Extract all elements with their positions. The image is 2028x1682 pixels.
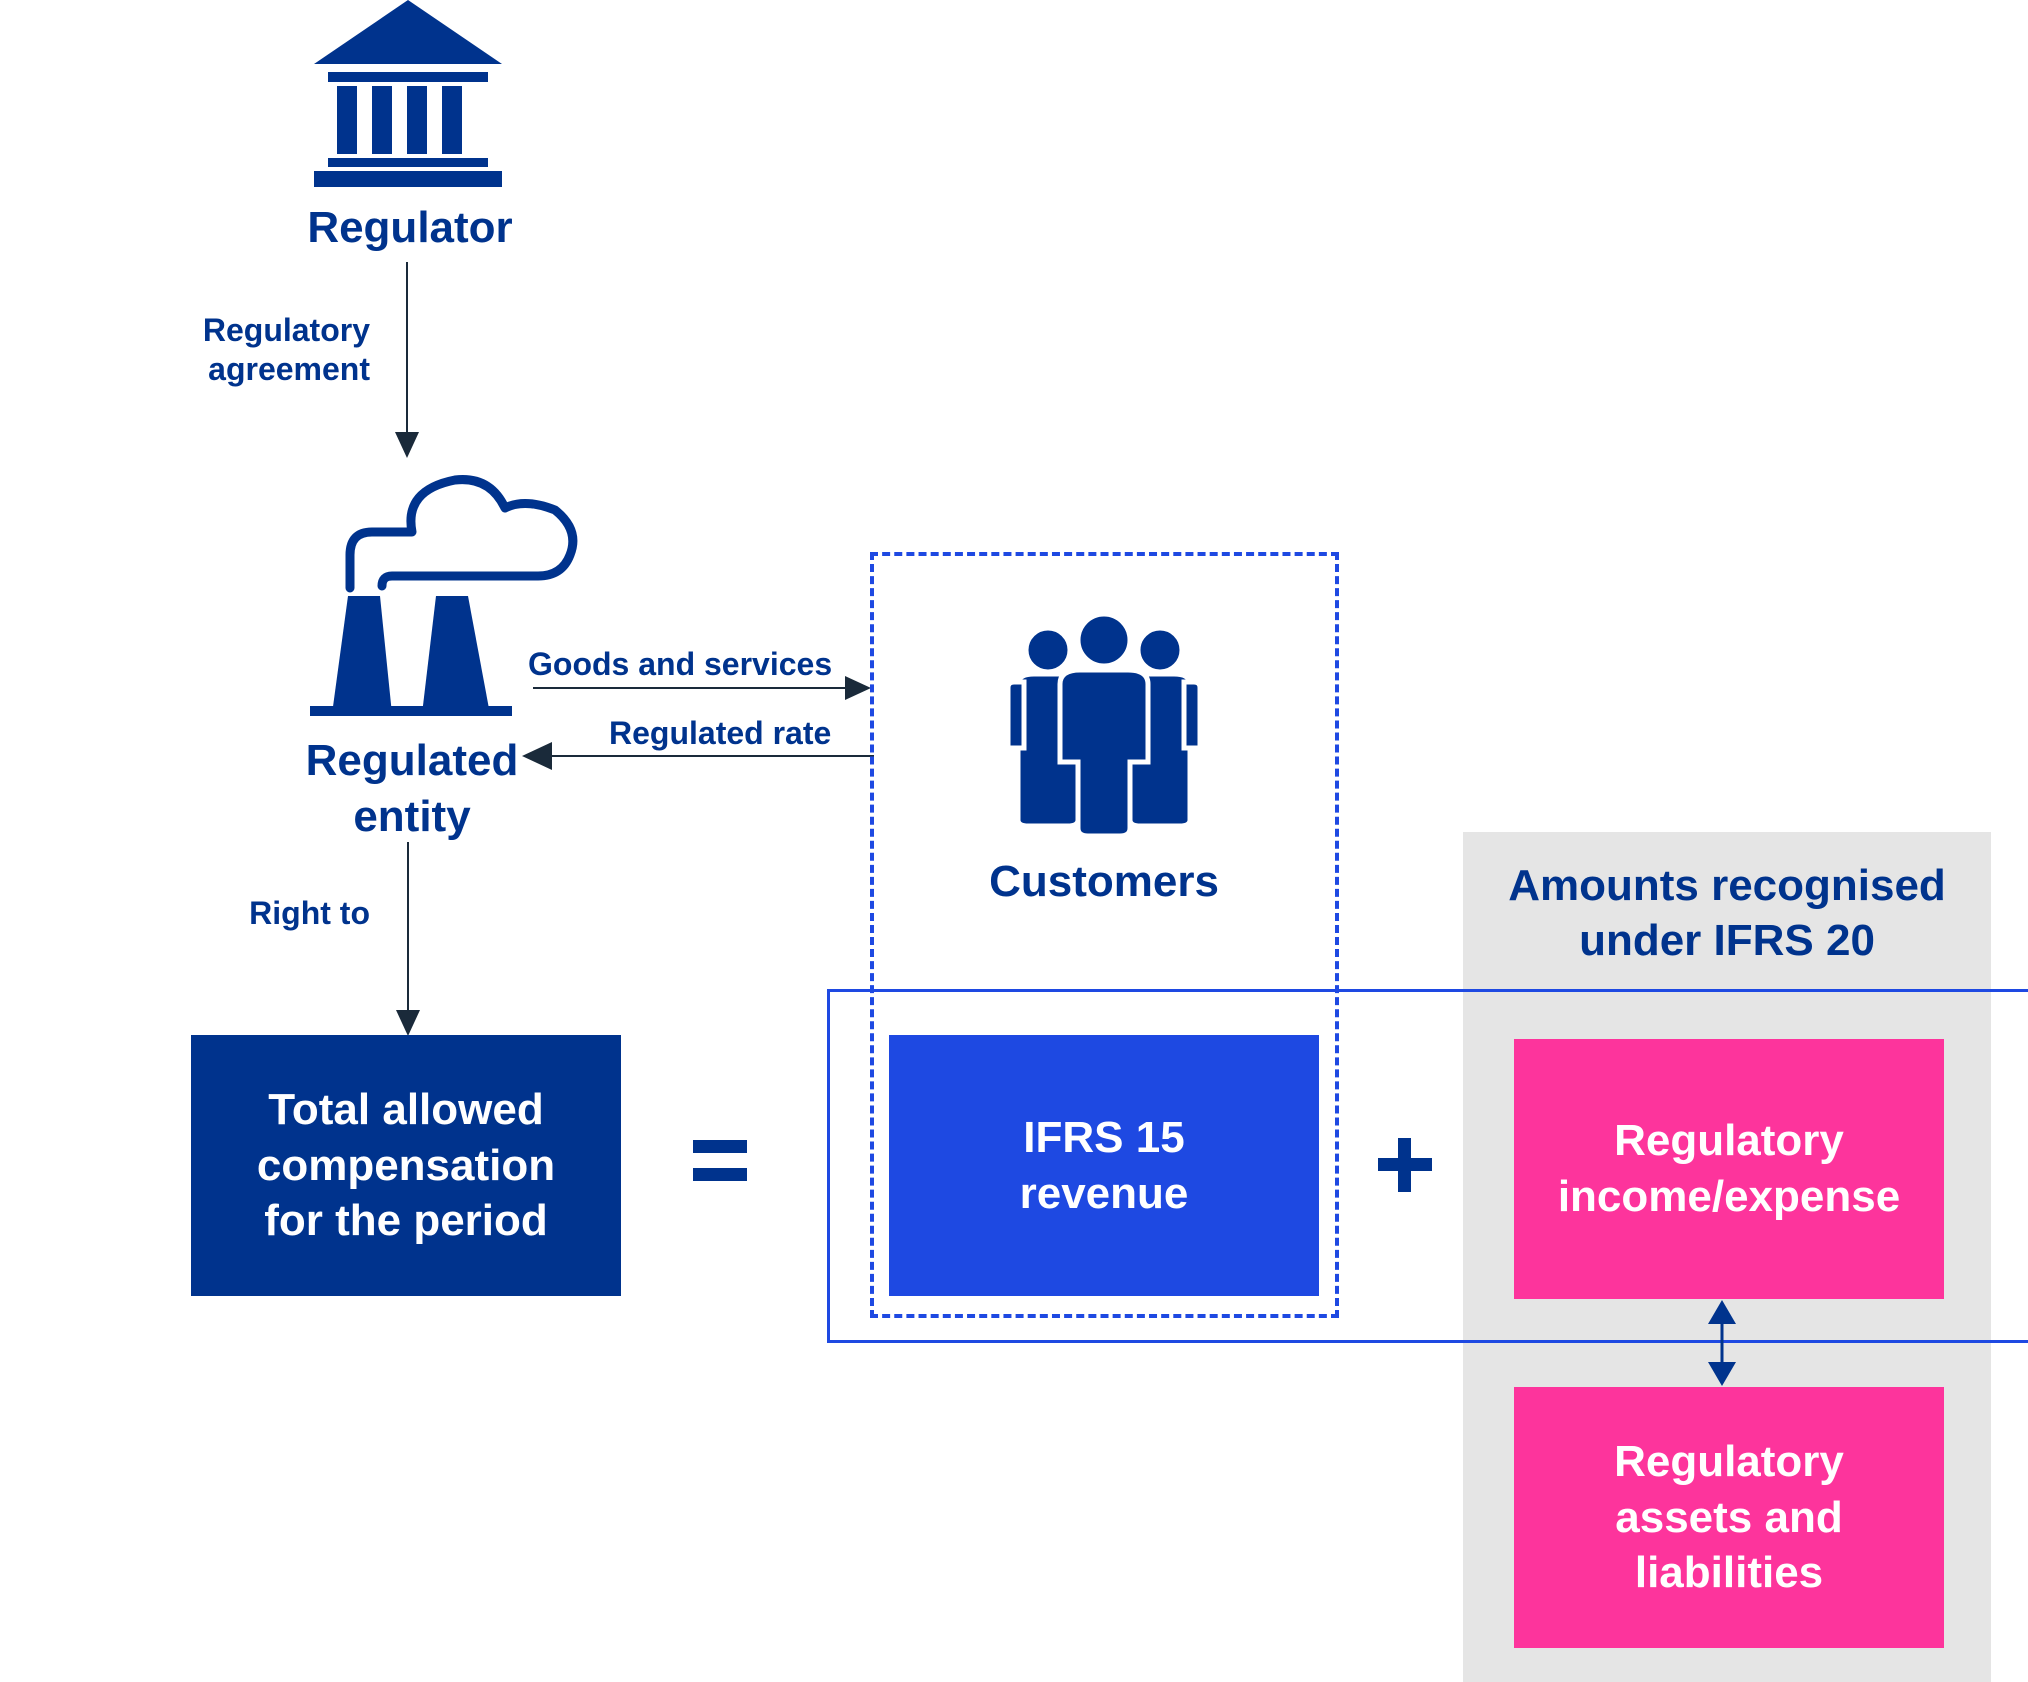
customers-dashed-box bbox=[870, 552, 1339, 1318]
double-headed-arrow bbox=[1708, 1300, 1736, 1386]
reg-income-box-line2: income/expense bbox=[1557, 1172, 1901, 1221]
government-building-icon bbox=[310, 0, 506, 192]
total-box-line3: for the period bbox=[264, 1196, 548, 1246]
regulator-label: Regulator bbox=[307, 203, 513, 252]
right-to-label: Right to bbox=[249, 895, 370, 931]
regulatory-agreement-arrow bbox=[395, 262, 419, 460]
ifrs15-box-line2: revenue bbox=[1019, 1168, 1189, 1218]
regulatory-agreement-line1: Regulatory bbox=[202, 312, 370, 348]
regulated-rate-label: Regulated rate bbox=[609, 715, 832, 751]
right-to-arrow bbox=[396, 842, 420, 1038]
regulated-entity-line1: Regulated bbox=[305, 736, 519, 785]
ifrs20-panel-title: Amounts recognised under IFRS 20 bbox=[1463, 858, 1991, 968]
ifrs20-panel-title-line2: under IFRS 20 bbox=[1579, 916, 1875, 965]
people-group-icon bbox=[1004, 612, 1204, 840]
total-allowed-compensation-box: Total allowed compensation for the perio… bbox=[191, 1035, 621, 1296]
regulated-rate-arrow bbox=[522, 742, 874, 770]
reg-assets-box-line3: liabilities bbox=[1634, 1548, 1824, 1598]
total-box-line2: compensation bbox=[256, 1140, 556, 1190]
customers-label: Customers bbox=[989, 857, 1219, 906]
total-box-line1: Total allowed bbox=[268, 1084, 544, 1134]
regulated-entity-line2: entity bbox=[353, 792, 471, 841]
goods-and-services-label: Goods and services bbox=[528, 646, 833, 682]
reg-income-box-line1: Regulatory bbox=[1614, 1116, 1844, 1166]
reg-assets-box-line1: Regulatory bbox=[1614, 1436, 1844, 1486]
regulatory-assets-liabilities-box: Regulatory assets and liabilities bbox=[1514, 1387, 1944, 1648]
ifrs15-box-line1: IFRS 15 bbox=[1023, 1112, 1185, 1162]
ifrs15-revenue-box: IFRS 15 revenue bbox=[889, 1035, 1319, 1296]
ifrs-grouping-outline bbox=[827, 989, 2028, 1343]
equals-operator-icon bbox=[693, 1140, 747, 1182]
goods-and-services-arrow bbox=[533, 676, 873, 700]
regulatory-agreement-line2: agreement bbox=[208, 351, 370, 387]
regulatory-income-expense-box: Regulatory income/expense bbox=[1514, 1039, 1944, 1299]
factory-cooling-towers-icon bbox=[300, 470, 590, 720]
reg-assets-box-line2: assets and bbox=[1615, 1492, 1843, 1542]
regulatory-agreement-label: Regulatory agreement bbox=[170, 311, 370, 389]
regulated-entity-label: Regulated entity bbox=[262, 733, 562, 845]
ifrs20-panel-title-line1: Amounts recognised bbox=[1508, 861, 1946, 910]
plus-operator-icon bbox=[1378, 1138, 1432, 1192]
